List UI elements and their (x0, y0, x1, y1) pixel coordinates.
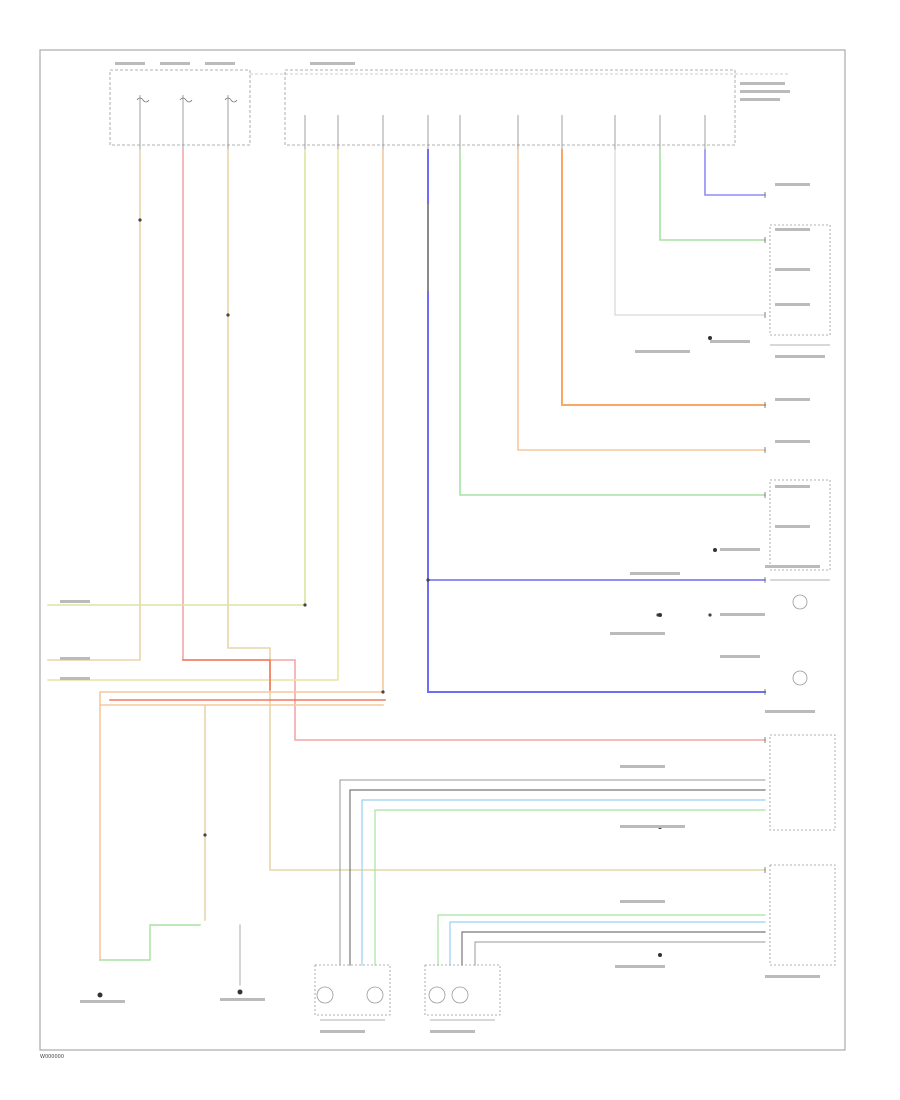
wire-dark-lower (461, 931, 766, 966)
wire-dark-upper-2 (339, 779, 766, 966)
decorative-labels (60, 62, 825, 1033)
wire-red-orange (182, 659, 271, 691)
wire-green (459, 149, 766, 496)
bottom-assemblies (314, 964, 501, 1021)
wire-pink (182, 149, 766, 741)
wire-green-2 (659, 149, 766, 241)
wire-yellow (47, 149, 339, 681)
ground-symbols (97, 336, 717, 998)
diagram-border (39, 49, 846, 1051)
license-lamp-icon-1 (792, 594, 808, 610)
wire-yellow-green (47, 149, 306, 606)
wires (47, 149, 766, 986)
wire-orange (561, 149, 766, 406)
wire-blue-2 (704, 149, 766, 196)
wire-light-blue-upper (361, 799, 766, 966)
door-switch-upper (769, 734, 836, 831)
wire-blue (427, 149, 766, 693)
wire-green-upper (374, 809, 766, 966)
wire-tan (47, 149, 141, 661)
fuse-box-top (109, 69, 790, 150)
rear-combination-lamp-right (424, 964, 501, 1016)
wire-dark-upper (349, 789, 766, 966)
wire-green-bottom-left (99, 924, 201, 961)
splice-points (138, 218, 712, 957)
right-components (769, 224, 836, 966)
wire-tan-2 (227, 149, 766, 871)
connector-header-ticks (139, 95, 706, 150)
right-tail-lamp-assembly (769, 224, 831, 336)
fuse-symbols (136, 97, 238, 103)
wire-light-orange (517, 149, 766, 451)
wire-light-orange-cross (99, 149, 384, 961)
door-switch-lower (769, 864, 836, 966)
wire-light-blue-lower (449, 921, 766, 966)
left-tail-lamp-assembly (769, 479, 831, 571)
wire-light-gray (614, 149, 766, 316)
wire-green-lower (437, 914, 766, 966)
diagram-code: W000000 (40, 1054, 64, 1060)
rear-combination-lamp-left (314, 964, 391, 1016)
license-lamp-icon-2 (792, 670, 808, 686)
wire-dark-lower-2 (474, 941, 766, 966)
